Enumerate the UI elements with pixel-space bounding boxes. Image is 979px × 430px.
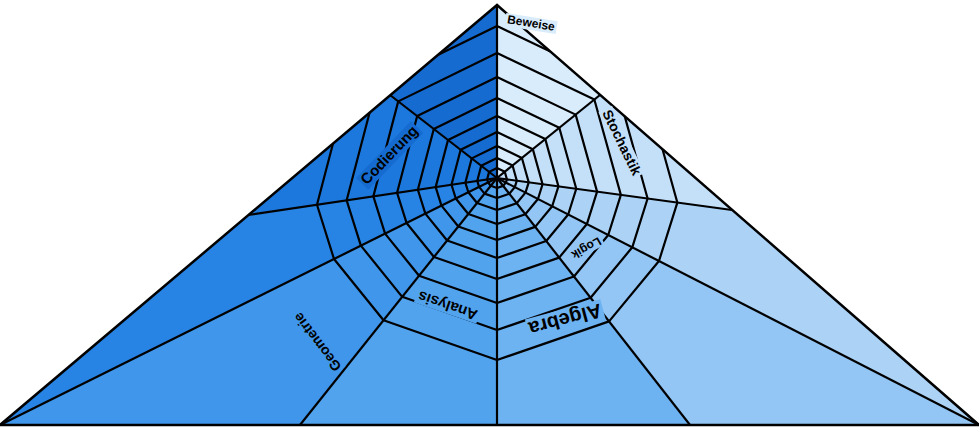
pyramid-outline (0, 5, 979, 425)
web-spoke (497, 178, 732, 210)
web-spoke (497, 95, 600, 178)
web-spoke (496, 178, 498, 425)
web-spoke (300, 178, 497, 425)
web-spoke (497, 178, 690, 425)
web-spoke (496, 5, 498, 178)
